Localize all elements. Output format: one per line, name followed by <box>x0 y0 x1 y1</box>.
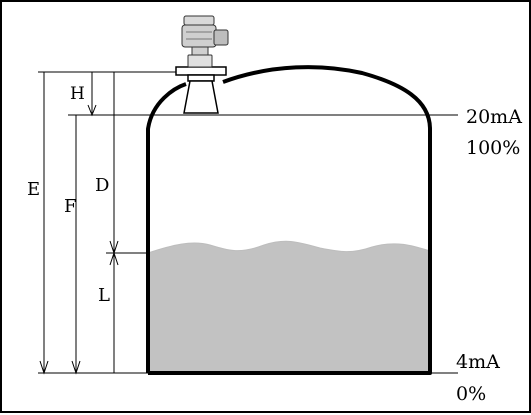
h-arrowhead <box>87 104 97 117</box>
tank-outline <box>146 65 432 375</box>
label-l: L <box>98 285 110 306</box>
l-arrowhead <box>109 251 119 266</box>
sensor-neck <box>187 74 215 82</box>
f-arrowhead <box>71 360 81 375</box>
bottom-current-label: 4mA <box>456 351 500 373</box>
label-e: E <box>27 179 40 200</box>
label-f: F <box>64 196 77 217</box>
e-arrowhead <box>39 360 49 375</box>
label-d: D <box>95 175 109 196</box>
top-percent-label: 100% <box>466 137 520 159</box>
sensor-horn-antenna <box>183 80 219 114</box>
sensor-flange <box>175 66 227 76</box>
top-current-label: 20mA <box>466 106 522 128</box>
liquid-fill <box>148 241 430 373</box>
liquid-surface-line <box>147 240 431 254</box>
bottom-percent-label: 0% <box>456 383 486 405</box>
radar-transmitter-head <box>181 15 229 68</box>
label-h: H <box>70 84 85 104</box>
